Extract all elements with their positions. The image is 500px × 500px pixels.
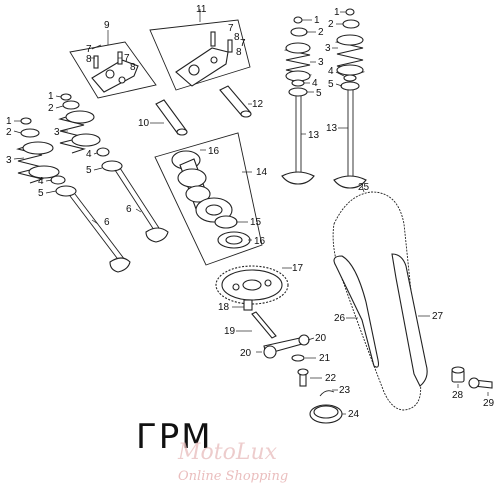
valve-outer (16, 117, 131, 273)
callout-4c: 4 (312, 78, 318, 89)
callout-4b: 4 (86, 149, 92, 160)
chain-guides: 26 27 (333, 253, 444, 387)
valve-inner (58, 93, 169, 243)
callout-4: 4 (38, 176, 44, 187)
valve-right-a (281, 16, 315, 185)
camshaft-bearings (214, 215, 251, 249)
callout-14: 14 (256, 167, 268, 178)
callout-17: 17 (292, 263, 304, 274)
callout-9: 9 (104, 20, 110, 31)
callout-8d: 8 (236, 47, 242, 58)
callout-29: 29 (483, 398, 495, 409)
timing-chain: 25 (332, 182, 422, 411)
callout-1d: 1 (334, 7, 340, 18)
callout-16b: 16 (254, 236, 266, 247)
callout-16a: 16 (208, 146, 220, 157)
callout-21: 21 (319, 353, 331, 364)
right-callouts: 1 2 3 4 5 13 1 2 3 4 5 13 (308, 7, 340, 141)
callout-3d: 3 (325, 43, 331, 54)
callout-15: 15 (250, 217, 262, 228)
callout-3b: 3 (54, 127, 60, 138)
callout-7a: 7 (86, 44, 92, 55)
left-leader-lines (13, 95, 142, 225)
right-valve-assembly: 1 2 3 4 5 13 1 2 3 4 5 13 (281, 7, 367, 189)
callout-7b: 7 (124, 53, 130, 64)
rocker-shafts: 10 12 (138, 85, 264, 136)
guide-bolts: 28 29 (451, 366, 495, 409)
callout-5: 5 (38, 188, 44, 199)
callout-22: 22 (325, 373, 337, 384)
callout-24: 24 (348, 409, 360, 420)
callout-7d: 7 (240, 38, 246, 49)
callout-2: 2 (6, 127, 12, 138)
camshaft-assembly: 16 14 15 16 (154, 132, 268, 266)
callout-20b: 20 (315, 333, 327, 344)
watermark-brand: MotoLux (178, 440, 278, 465)
callout-5c: 5 (316, 88, 322, 99)
callout-3c: 3 (318, 57, 324, 68)
callout-2c: 2 (318, 27, 324, 38)
callout-8b: 8 (130, 62, 136, 73)
callout-8c: 8 (234, 32, 240, 43)
callout-8a: 8 (86, 54, 92, 65)
cam-sprocket: 17 (215, 263, 304, 305)
callout-6b: 6 (126, 204, 132, 215)
callout-6: 6 (104, 217, 110, 228)
callout-27: 27 (432, 311, 444, 322)
callout-3: 3 (6, 155, 12, 166)
tensioner-parts: 18 19 20 20 21 22 23 24 (218, 299, 360, 424)
watermark-tagline: Online Shopping (178, 469, 289, 484)
left-callouts: 1 2 3 4 5 6 1 2 3 4 5 6 (6, 91, 132, 228)
callout-2d: 2 (328, 19, 334, 30)
valve-right-b (333, 8, 367, 189)
callout-28: 28 (452, 390, 464, 401)
callout-18: 18 (218, 302, 230, 313)
callout-10: 10 (138, 118, 150, 129)
callout-1: 1 (6, 116, 12, 127)
callout-13a: 13 (308, 130, 320, 141)
callout-5d: 5 (328, 79, 334, 90)
callout-1c: 1 (314, 15, 320, 26)
rocker-arm-group-11: 11 7 8 7 8 (149, 4, 251, 91)
callout-12: 12 (252, 99, 264, 110)
callout-7c: 7 (228, 23, 234, 34)
left-valve-assembly: 1 2 3 4 5 6 1 2 3 4 5 6 (6, 91, 169, 273)
right-leader-lines (301, 11, 348, 135)
callout-20a: 20 (240, 348, 252, 359)
callout-4d: 4 (328, 66, 334, 77)
callout-13b: 13 (326, 123, 338, 134)
callout-11: 11 (196, 4, 207, 15)
callout-1b: 1 (48, 91, 54, 102)
callout-19: 19 (224, 326, 236, 337)
callout-2b: 2 (48, 103, 54, 114)
callout-26: 26 (334, 313, 346, 324)
rocker-arm-group-9: 7 8 7 8 9 (69, 20, 157, 99)
page-title: ГРМ (136, 417, 213, 457)
callout-25: 25 (358, 182, 370, 193)
callout-23: 23 (339, 385, 351, 396)
callout-5b: 5 (86, 165, 92, 176)
